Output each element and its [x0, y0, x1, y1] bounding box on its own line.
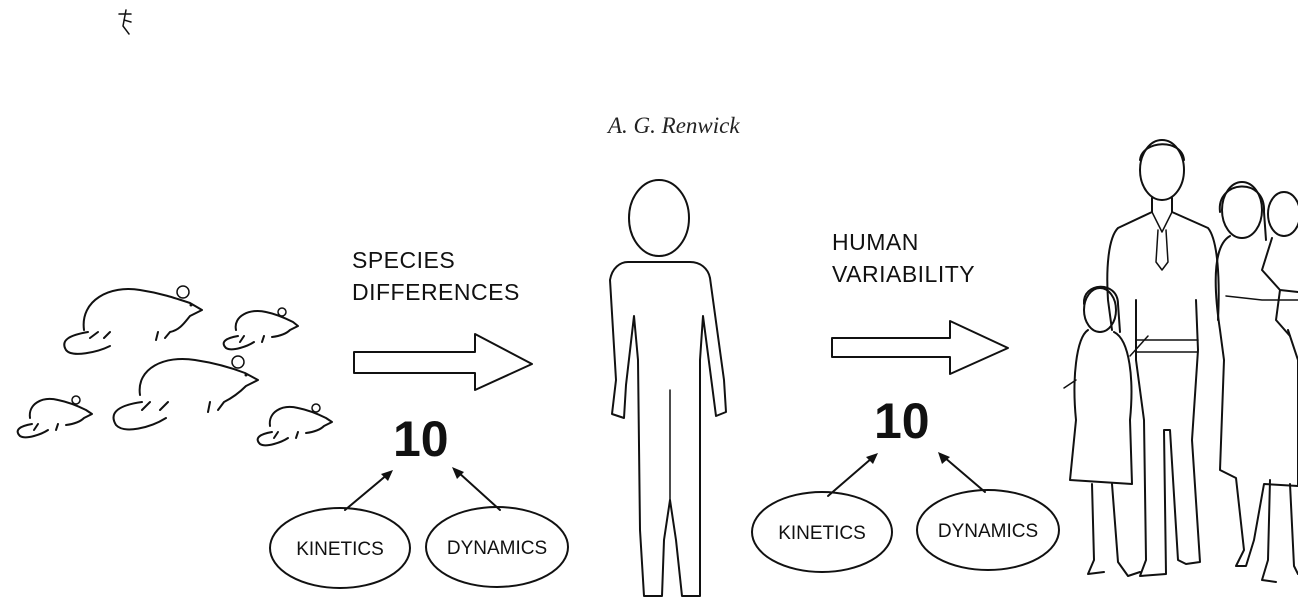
- toddler-legs-icon: [1262, 480, 1298, 582]
- rat-group-icon: [18, 286, 332, 445]
- rat-icon: [224, 308, 298, 349]
- author-name: A. G. Renwick: [606, 113, 740, 138]
- dynamics-arrow-icon: [458, 472, 500, 510]
- human-variability-step: HUMAN VARIABILITY 10 KINETICS DYNAMICS: [752, 229, 1059, 572]
- kinetics-arrow-icon: [828, 458, 872, 496]
- corner-mark-icon: [119, 10, 131, 34]
- species-heading-line1: SPECIES: [352, 247, 455, 273]
- rat-icon: [64, 286, 202, 354]
- father-figure-icon: [1107, 140, 1218, 576]
- kinetics-label: KINETICS: [778, 523, 866, 544]
- variability-arrow-icon: [832, 321, 1008, 374]
- child-held-icon: [1262, 192, 1298, 336]
- family-group-icon: [1064, 140, 1298, 582]
- kinetics-arrow-icon: [345, 474, 388, 510]
- rat-icon: [258, 404, 332, 445]
- mother-figure-icon: [1216, 182, 1298, 566]
- variability-factor: 10: [874, 393, 930, 449]
- human-silhouette-icon: [610, 180, 726, 596]
- variability-heading-line2: VARIABILITY: [832, 261, 975, 287]
- rat-icon: [114, 356, 258, 429]
- species-heading-line2: DIFFERENCES: [352, 279, 520, 305]
- species-arrow-icon: [354, 334, 532, 390]
- variability-heading-line1: HUMAN: [832, 229, 919, 255]
- rat-icon: [18, 396, 92, 437]
- dynamics-label: DYNAMICS: [938, 521, 1038, 542]
- dynamics-label: DYNAMICS: [447, 538, 547, 559]
- dynamics-arrow-icon: [944, 457, 985, 492]
- kinetics-label: KINETICS: [296, 539, 384, 560]
- species-differences-step: SPECIES DIFFERENCES 10 KINETICS DYNAMICS: [270, 247, 568, 588]
- species-factor: 10: [393, 411, 449, 467]
